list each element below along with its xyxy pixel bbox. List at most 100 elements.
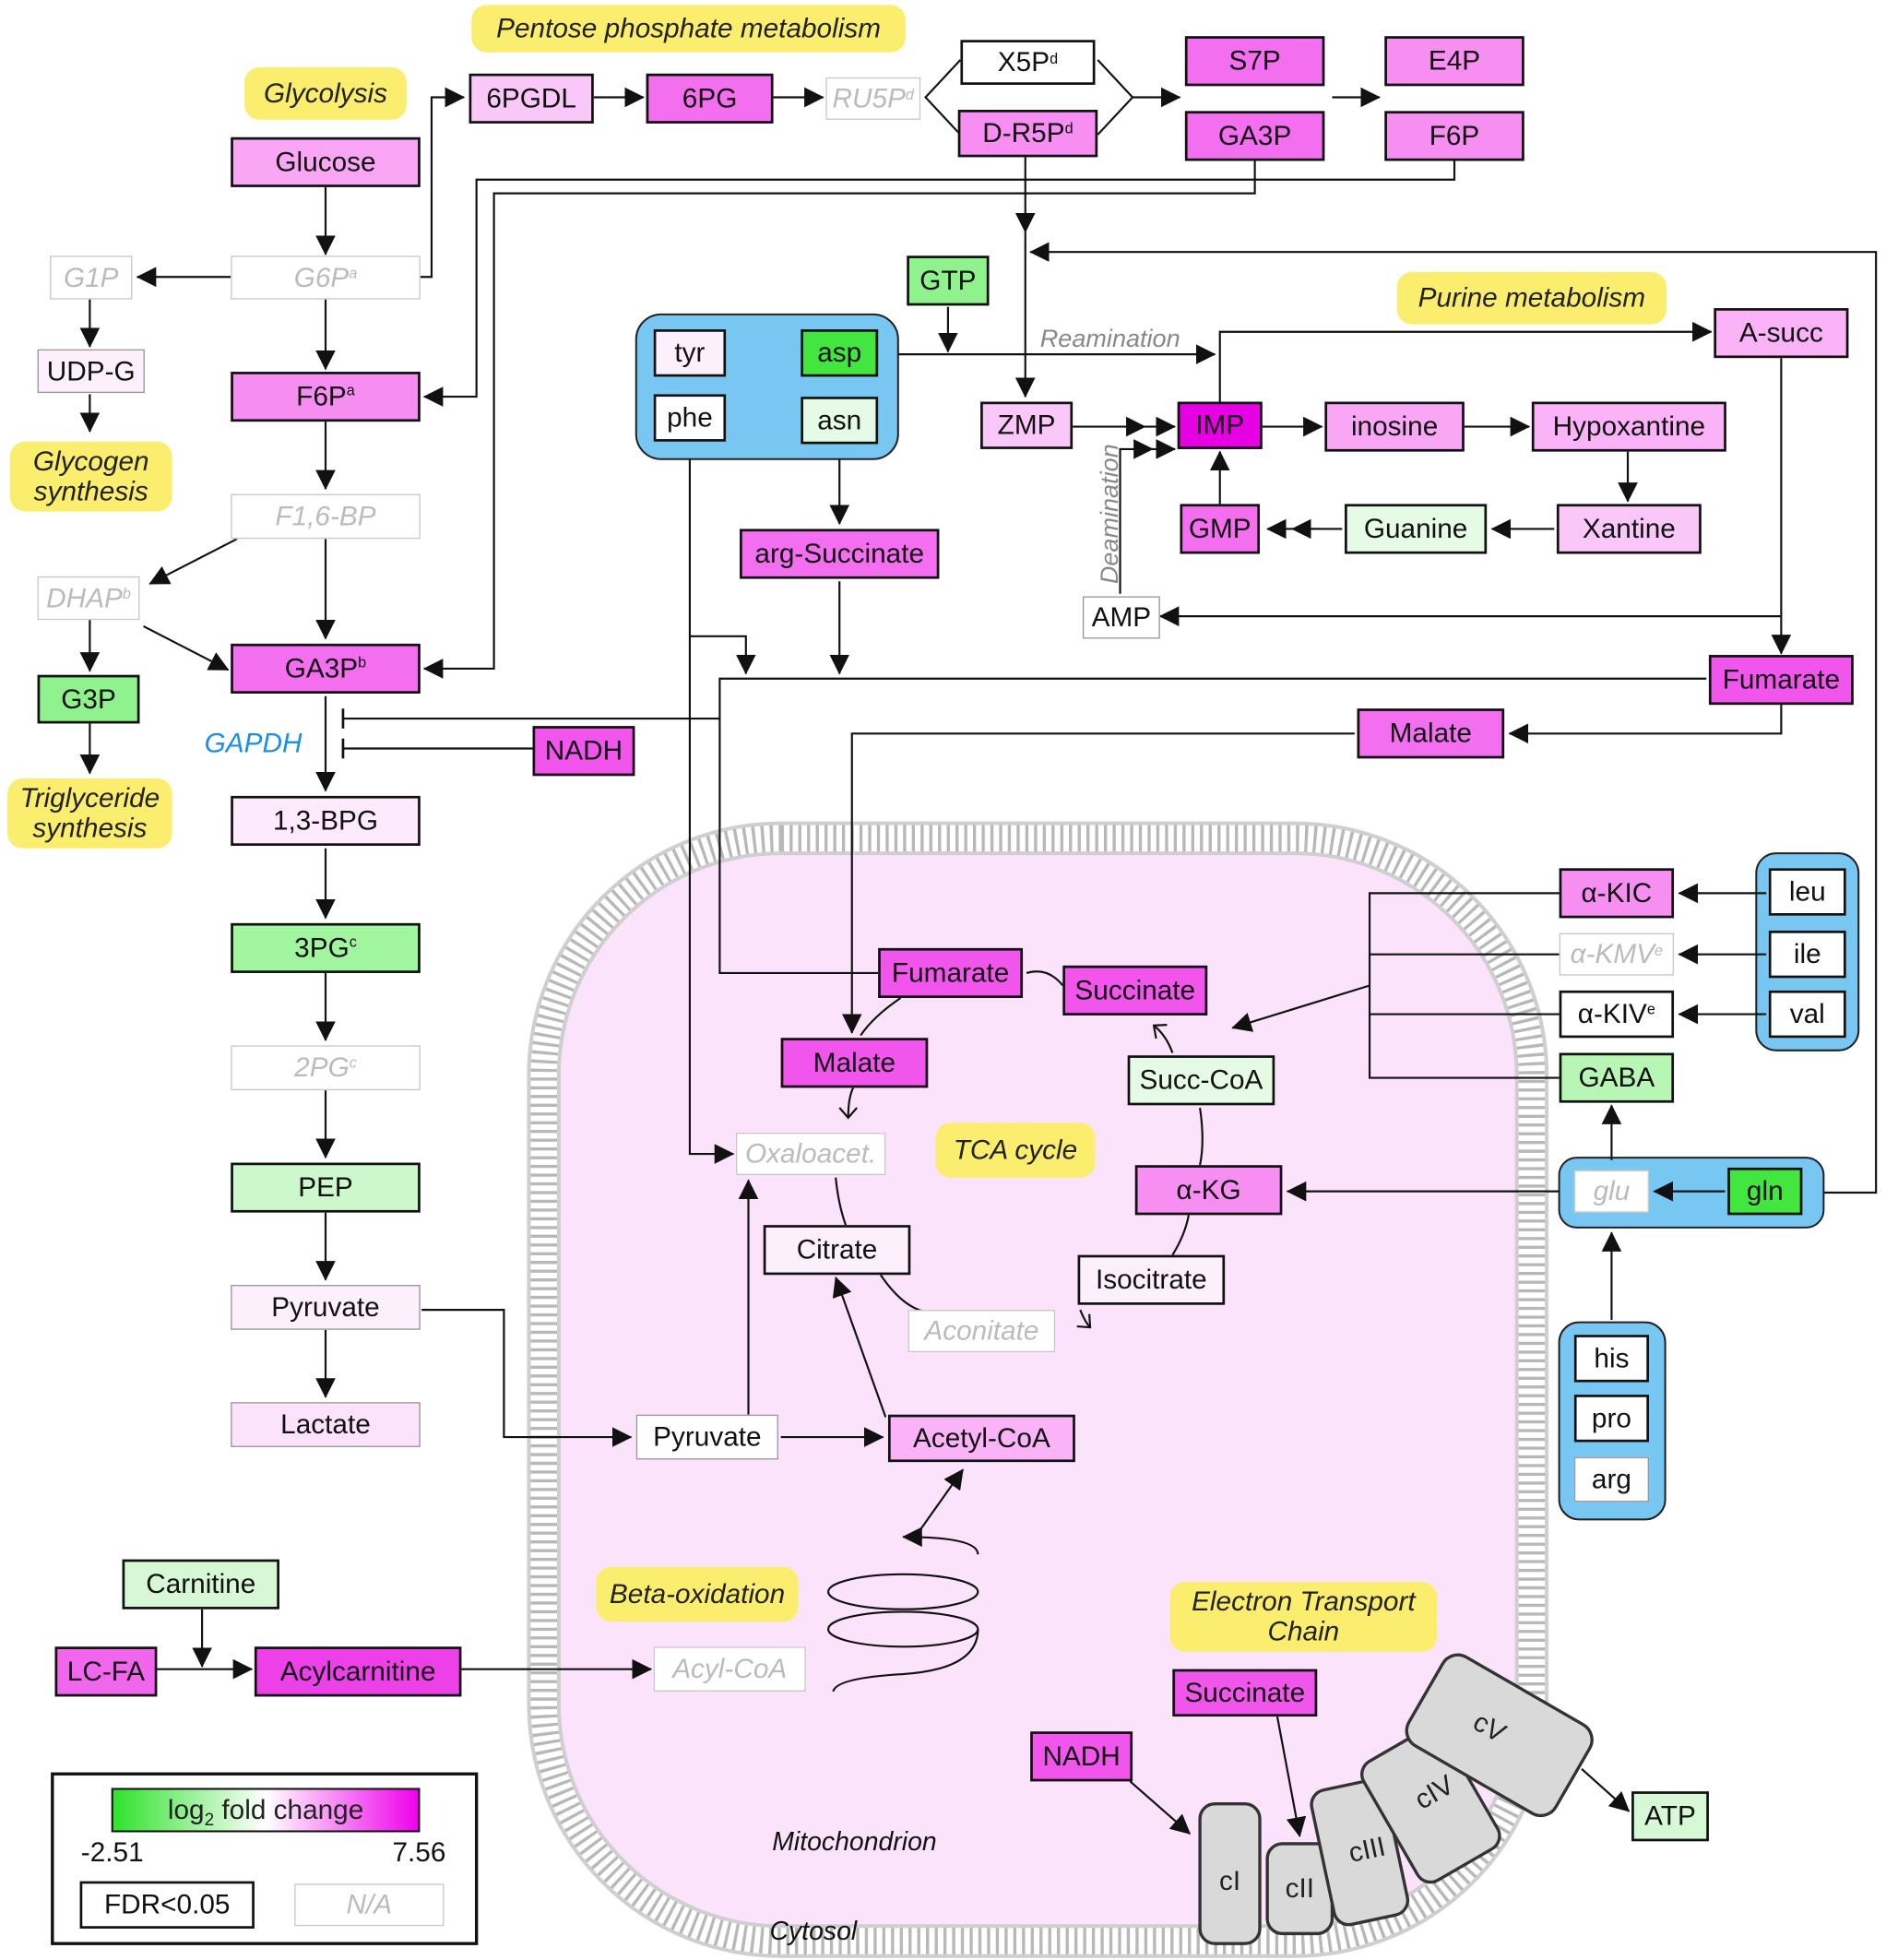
node-val[interactable]: val xyxy=(1768,990,1846,1039)
gapdh-label: GAPDH xyxy=(204,727,302,759)
node-xantine[interactable]: Xantine xyxy=(1556,504,1702,554)
node-e4p[interactable]: E4P xyxy=(1384,36,1524,87)
legend-na: N/A xyxy=(294,1883,445,1927)
node-oxaloacetate[interactable]: Oxaloacet. xyxy=(735,1133,886,1176)
node-succinate-mito[interactable]: Succinate xyxy=(1062,965,1208,1016)
legend-significant: FDR<0.05 xyxy=(79,1881,255,1929)
node-label: G1P xyxy=(63,261,119,293)
node-glucose[interactable]: Glucose xyxy=(231,137,421,187)
node-6pgdl[interactable]: 6PGDL xyxy=(469,73,594,124)
pathway-triglyceride: Triglyceride synthesis xyxy=(7,778,172,849)
node-alpha-kg[interactable]: α-KG xyxy=(1134,1165,1283,1216)
pathway-tca: TCA cycle xyxy=(935,1123,1096,1178)
mitochondrion-label: Mitochondrion xyxy=(772,1827,937,1857)
node-pyruvate-mito[interactable]: Pyruvate xyxy=(635,1414,778,1460)
node-label: ile xyxy=(1793,938,1821,969)
node-lactate[interactable]: Lactate xyxy=(231,1402,421,1447)
node-gln[interactable]: gln xyxy=(1727,1167,1803,1216)
node-tyr[interactable]: tyr xyxy=(653,329,727,377)
node-label: Succinate xyxy=(1184,1676,1306,1708)
node-phe[interactable]: phe xyxy=(653,394,727,442)
node-udpg[interactable]: UDP-G xyxy=(37,349,145,394)
node-succ-coa[interactable]: Succ-CoA xyxy=(1127,1055,1275,1106)
node-inosine[interactable]: inosine xyxy=(1324,401,1465,452)
node-nadh-cytosol[interactable]: NADH xyxy=(532,726,635,777)
node-6pg[interactable]: 6PG xyxy=(646,73,774,124)
node-ga3p-ppp[interactable]: GA3P xyxy=(1184,111,1325,161)
node-label: tyr xyxy=(674,337,706,368)
node-label: glu xyxy=(1593,1175,1631,1206)
node-gtp[interactable]: GTP xyxy=(907,255,990,306)
node-isocitrate[interactable]: Isocitrate xyxy=(1077,1254,1226,1305)
complex-i xyxy=(1198,1802,1262,1945)
node-footnote: a xyxy=(346,381,355,399)
node-acyl-coa[interactable]: Acyl-CoA xyxy=(653,1646,806,1692)
node-label: Xantine xyxy=(1582,512,1676,544)
node-gmp[interactable]: GMP xyxy=(1180,504,1261,554)
node-amp[interactable]: AMP xyxy=(1082,596,1160,639)
node-fumarate-mito[interactable]: Fumarate xyxy=(878,947,1024,998)
node-atp[interactable]: ATP xyxy=(1631,1791,1709,1842)
node-ile[interactable]: ile xyxy=(1768,930,1846,979)
node-pyruvate-cytosol[interactable]: Pyruvate xyxy=(231,1285,421,1330)
node-gaba[interactable]: GABA xyxy=(1559,1052,1675,1103)
node-malate-mito[interactable]: Malate xyxy=(780,1038,929,1088)
node-alpha-kic[interactable]: α-KIC xyxy=(1559,868,1675,919)
node-g1p[interactable]: G1P xyxy=(50,255,133,300)
node-zmp[interactable]: ZMP xyxy=(980,401,1073,449)
node-nadh-mito[interactable]: NADH xyxy=(1030,1731,1133,1782)
node-a-succ[interactable]: A-succ xyxy=(1714,308,1849,359)
node-label: Aconitate xyxy=(924,1314,1039,1347)
node-imp[interactable]: IMP xyxy=(1177,401,1263,449)
node-f6p-ppp[interactable]: F6P xyxy=(1384,111,1524,161)
node-label: ZMP xyxy=(997,409,1056,441)
pathway-pentose: Pentose phosphate metabolism xyxy=(471,5,906,53)
node-asn[interactable]: asn xyxy=(801,397,879,445)
node-arg-succinate[interactable]: arg-Succinate xyxy=(740,529,940,579)
node-label: PEP xyxy=(298,1170,353,1203)
node-guanine[interactable]: Guanine xyxy=(1344,504,1488,554)
node-label: Carnitine xyxy=(146,1568,256,1599)
node-fumarate-cytosol[interactable]: Fumarate xyxy=(1708,655,1854,706)
node-asp[interactable]: asp xyxy=(801,329,879,377)
node-label: S7P xyxy=(1228,44,1281,77)
deamination-label: Deamination xyxy=(1096,444,1124,585)
node-glu[interactable]: glu xyxy=(1573,1170,1650,1213)
node-acetyl-coa[interactable]: Acetyl-CoA xyxy=(887,1414,1075,1463)
node-lc-fa[interactable]: LC-FA xyxy=(54,1646,158,1697)
node-label: NADH xyxy=(544,734,623,766)
node-f16bp[interactable]: F1,6-BP xyxy=(231,493,421,540)
node-hypoxantine[interactable]: Hypoxantine xyxy=(1531,401,1726,452)
node-aconitate[interactable]: Aconitate xyxy=(907,1310,1056,1353)
node-label: GA3P xyxy=(284,652,359,684)
node-acylcarnitine[interactable]: Acylcarnitine xyxy=(254,1646,462,1697)
node-label: UDP-G xyxy=(46,354,136,386)
node-label: F6P xyxy=(1429,119,1480,151)
node-label: Glucose xyxy=(275,146,376,178)
node-succinate-etc[interactable]: Succinate xyxy=(1172,1669,1318,1717)
node-carnitine[interactable]: Carnitine xyxy=(122,1559,279,1610)
node-his[interactable]: his xyxy=(1573,1335,1650,1383)
node-label: 1,3-BPG xyxy=(272,804,379,837)
node-label: α-KMV xyxy=(1570,938,1655,969)
node-1-3-bpg[interactable]: 1,3-BPG xyxy=(231,795,421,846)
node-s7p[interactable]: S7P xyxy=(1184,36,1325,87)
node-arg[interactable]: arg xyxy=(1573,1456,1650,1503)
node-pro[interactable]: pro xyxy=(1573,1395,1650,1443)
node-malate-cytosol[interactable]: Malate xyxy=(1357,708,1505,759)
node-leu[interactable]: leu xyxy=(1768,868,1846,916)
node-pep[interactable]: PEP xyxy=(231,1162,421,1213)
node-g3p[interactable]: G3P xyxy=(37,674,140,724)
node-citrate[interactable]: Citrate xyxy=(763,1225,911,1276)
